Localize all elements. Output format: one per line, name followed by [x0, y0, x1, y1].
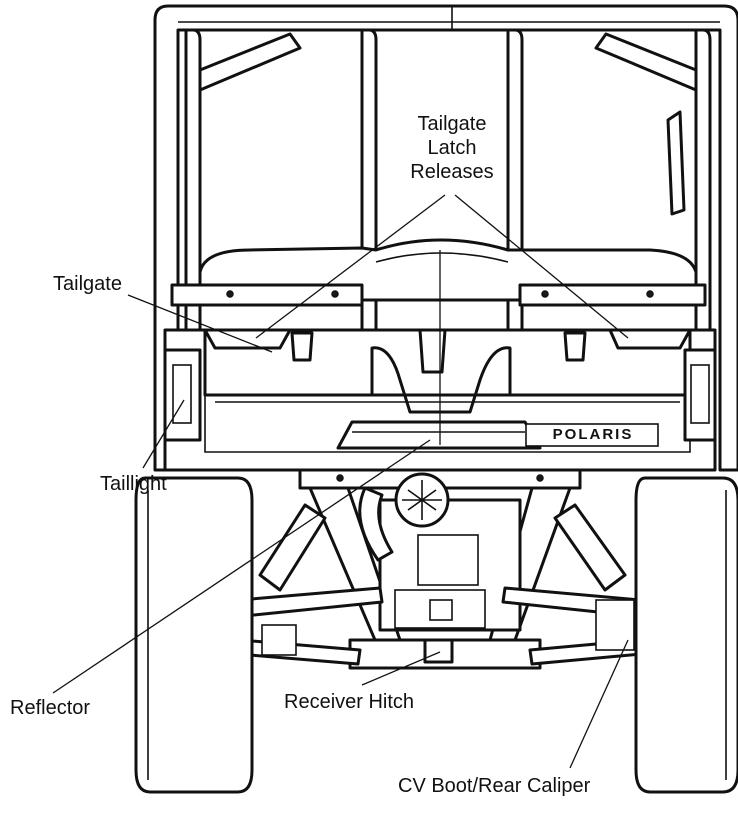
label-tailgate-latch-releases: Tailgate Latch Releases	[392, 112, 512, 184]
label-line-2: Latch	[427, 137, 477, 159]
label-reflector: Reflector	[10, 697, 91, 719]
label-tailgate: Tailgate	[53, 273, 122, 295]
tailgate-rail	[170, 283, 707, 307]
label-receiver-hitch: Receiver Hitch	[284, 691, 415, 713]
label-line-1: Tailgate	[417, 113, 487, 135]
label-taillight: Taillight	[100, 473, 167, 495]
brand-badge-text: POLARIS	[552, 426, 634, 443]
label-line-3: Releases	[410, 161, 494, 183]
rear-frame	[236, 468, 644, 670]
label-cv-boot-rear-caliper: CV Boot/Rear Caliper	[398, 775, 591, 797]
tires	[134, 476, 738, 794]
leader-lines	[52, 194, 629, 769]
brand-badge-frame	[525, 423, 659, 447]
